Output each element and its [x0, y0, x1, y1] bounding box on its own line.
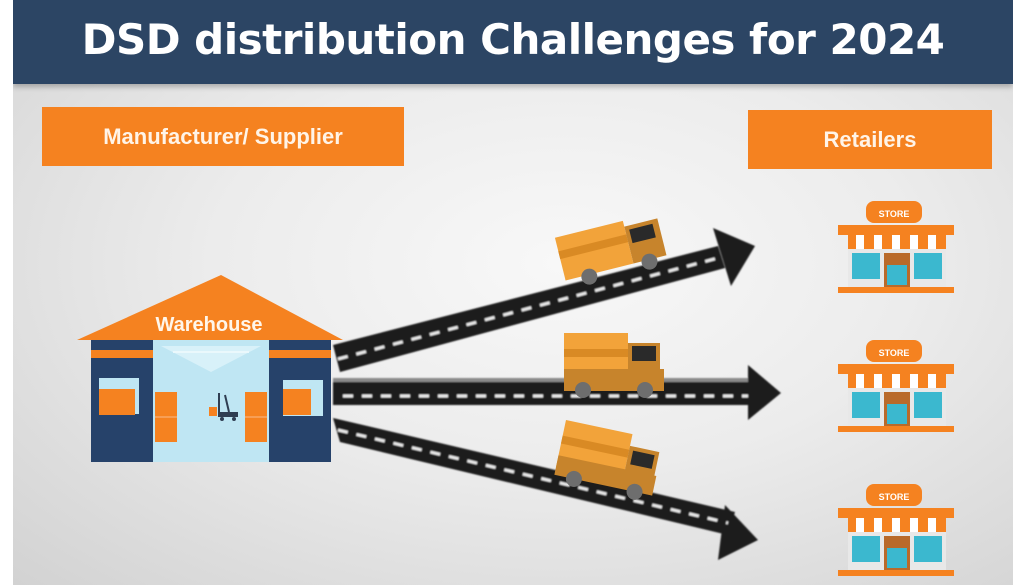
- delivery-truck-icon: [564, 333, 664, 398]
- delivery-truck-icon: [554, 420, 660, 500]
- route-bottom: [333, 418, 758, 560]
- header-bar: DSD distribution Challenges for 2024: [13, 0, 1013, 84]
- diagram-frame: DSD distribution Challenges for 2024 Man…: [13, 0, 1013, 585]
- arrow-head-icon: [718, 505, 758, 560]
- retailers-label: Retailers: [748, 110, 992, 169]
- svg-text:STORE: STORE: [879, 492, 910, 502]
- retail-store-icon: STORE: [838, 484, 954, 576]
- svg-text:STORE: STORE: [879, 209, 910, 219]
- arrow-head-icon: [713, 228, 755, 286]
- delivery-truck-icon: [554, 218, 667, 285]
- retail-store-icon: STORE: [838, 340, 954, 432]
- svg-text:STORE: STORE: [879, 348, 910, 358]
- warehouse-label: Warehouse: [155, 314, 262, 336]
- route-middle: [333, 365, 781, 420]
- page-title: DSD distribution Challenges for 2024: [81, 14, 945, 64]
- distribution-scene: Warehouse: [77, 201, 954, 576]
- route-top: [333, 228, 755, 372]
- manufacturer-supplier-label: Manufacturer/ Supplier: [42, 107, 404, 166]
- retail-store-icon: STORE: [838, 201, 954, 293]
- forklift-icon: [209, 393, 238, 421]
- arrow-head-icon: [748, 365, 781, 420]
- warehouse-icon: Warehouse: [77, 275, 343, 462]
